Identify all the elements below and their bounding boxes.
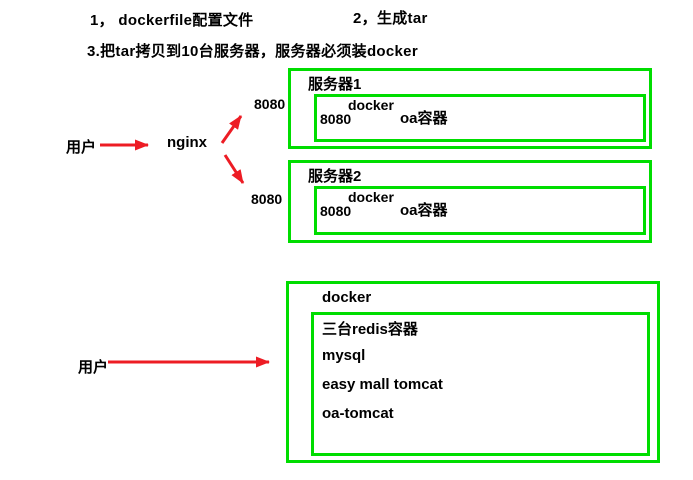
bottom-docker-box: docker 三台redis容器 mysql easy mall tomcat … (286, 281, 660, 463)
arrow-nginx-to-server1 (220, 115, 243, 144)
user-label-top: 用户 (66, 139, 97, 156)
note-step2: 2，生成tar (353, 10, 428, 27)
port-label-bottom: 8080 (251, 191, 283, 207)
container-item-redis: 三台redis容器 (322, 321, 418, 338)
container-item-mysql: mysql (322, 347, 366, 364)
server2-box: 服务器2 docker 8080 oa容器 (288, 160, 652, 243)
container-item-oa-tomcat: oa-tomcat (322, 405, 394, 422)
server1-docker-label: docker (348, 97, 394, 113)
note-step1: 1， dockerfile配置文件 (90, 12, 254, 29)
note-step3: 3.把tar拷贝到10台服务器，服务器必须装docker (87, 43, 418, 60)
server2-container-label: oa容器 (400, 202, 448, 219)
server2-docker-box: docker 8080 oa容器 (314, 186, 646, 235)
server1-container-label: oa容器 (400, 110, 448, 127)
bottom-containers-box: 三台redis容器 mysql easy mall tomcat oa-tomc… (311, 312, 650, 456)
port-label-top: 8080 (254, 96, 286, 112)
server1-title: 服务器1 (308, 76, 362, 93)
nginx-label: nginx (167, 134, 207, 151)
server2-title: 服务器2 (308, 168, 362, 185)
server1-docker-box: docker 8080 oa容器 (314, 94, 646, 142)
server2-port: 8080 (320, 203, 352, 219)
server1-port: 8080 (320, 111, 352, 127)
container-item-easymall-tomcat: easy mall tomcat (322, 376, 443, 393)
arrow-nginx-to-server2 (223, 154, 245, 184)
user-label-bottom: 用户 (78, 359, 109, 376)
bottom-docker-label: docker (322, 289, 372, 306)
server2-docker-label: docker (348, 189, 394, 205)
server1-box: 服务器1 docker 8080 oa容器 (288, 68, 652, 149)
